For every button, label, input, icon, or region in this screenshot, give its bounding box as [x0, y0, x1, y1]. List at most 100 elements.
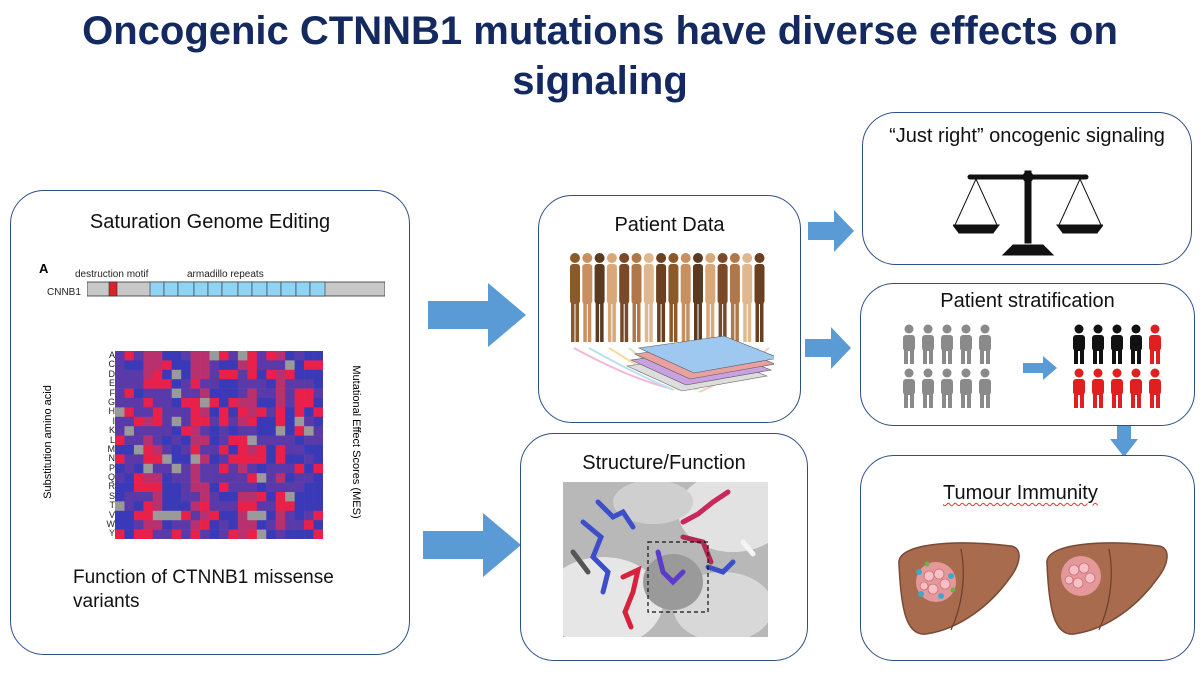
heatmap-cell — [133, 463, 144, 474]
patient-figure-icon — [1073, 368, 1085, 408]
heatmap-cell — [143, 379, 154, 389]
heatmap-cell — [219, 454, 229, 465]
heatmap-cell — [200, 398, 210, 408]
heatmap-cell — [219, 435, 229, 446]
y-axis-label: Substitution amino acid — [42, 385, 54, 499]
tumour-immunity-panel: Tumour Immunity — [860, 455, 1195, 661]
heatmap-cell — [237, 379, 248, 389]
arrow-patient-to-signaling — [808, 210, 854, 252]
heatmap-cell — [228, 454, 239, 465]
heatmap-cell — [190, 463, 201, 474]
patient-figure-icon — [1111, 368, 1123, 408]
amino-acid-label: G — [107, 396, 115, 407]
heatmap-cell — [228, 379, 239, 389]
heatmap-cell — [209, 407, 220, 418]
heatmap-cell — [304, 529, 314, 539]
heatmap-cell — [313, 351, 323, 361]
heatmap-cell — [200, 369, 210, 380]
person-silhouette — [680, 253, 691, 342]
heatmap-cell — [247, 369, 258, 380]
heatmap-cell — [294, 435, 305, 446]
heatmap-cell — [133, 445, 144, 455]
heatmap-cell — [285, 529, 295, 539]
heatmap-cell — [124, 445, 135, 455]
heatmap-cell — [162, 529, 173, 539]
heatmap-cell — [181, 369, 191, 380]
heatmap-cell — [313, 379, 323, 389]
heatmap-cell — [275, 407, 286, 418]
patient-data-title: Patient Data — [614, 214, 725, 236]
heatmap-cell — [181, 501, 191, 512]
heatmap-cell — [294, 426, 305, 436]
right-axis-label: Mutational Effect Scores (MES) — [350, 365, 362, 519]
amino-acid-label: R — [108, 481, 116, 492]
heatmap-cell — [247, 351, 258, 361]
heatmap-cell — [285, 398, 295, 408]
heatmap-cell — [181, 454, 191, 465]
heatmap-cell — [190, 398, 201, 408]
heatmap-cell — [143, 520, 154, 530]
heatmap-cell — [133, 482, 144, 493]
heatmap-cell — [294, 454, 305, 465]
heatmap-cell — [237, 388, 248, 399]
heatmap-cell — [275, 463, 286, 474]
heatmap-cell — [285, 510, 295, 521]
heatmap-cell — [294, 463, 305, 474]
patient-figure-icon — [1149, 324, 1161, 364]
heatmap-cell — [143, 529, 154, 539]
heatmap-cell — [275, 379, 286, 389]
heatmap-cell — [294, 529, 305, 539]
heatmap-cell — [247, 360, 258, 371]
heatmap-cell — [124, 388, 135, 399]
heatmap-cell — [275, 435, 286, 446]
patient-figure-icon — [979, 368, 991, 408]
heatmap-cell — [171, 482, 182, 493]
heatmap-cell — [171, 379, 182, 389]
person-silhouette — [606, 253, 617, 342]
arrow-patient-to-stratification — [805, 327, 851, 369]
heatmap-cell — [256, 510, 267, 521]
heatmap-cell — [181, 351, 191, 361]
heatmap-cell — [237, 360, 248, 371]
heatmap-cell — [181, 360, 191, 371]
heatmap-cell — [190, 520, 201, 530]
heatmap-cell — [124, 473, 135, 483]
heatmap-cell — [190, 351, 201, 361]
heatmap-cell — [285, 435, 295, 446]
heatmap-cell — [266, 360, 277, 371]
heatmap-cell — [171, 510, 182, 521]
heatmap-cell — [275, 426, 286, 436]
heatmap-cell — [171, 445, 182, 455]
heatmap-cell — [285, 454, 295, 465]
heatmap-cell — [247, 454, 258, 465]
structure-function-panel: Structure/Function — [520, 433, 808, 661]
heatmap-cell — [275, 510, 286, 521]
heatmap-cell — [124, 369, 135, 380]
heatmap-cell — [285, 520, 295, 530]
heatmap-cell — [162, 473, 173, 483]
heatmap-cell — [219, 501, 229, 512]
heatmap-cell — [133, 473, 144, 483]
heatmap-cell — [219, 529, 229, 539]
heatmap-cell — [171, 369, 182, 380]
heatmap-cell — [133, 360, 144, 371]
heatmap-cell — [200, 454, 210, 465]
heatmap-cell — [275, 529, 286, 539]
heatmap-cell — [304, 416, 314, 427]
heatmap-cell — [171, 435, 182, 446]
heatmap-cell — [247, 520, 258, 530]
heatmap-cell — [256, 351, 267, 361]
heatmap-cell — [285, 445, 295, 455]
patient-figure-icon — [1130, 324, 1142, 364]
heatmap-cell — [228, 351, 239, 361]
heatmap-cell — [143, 473, 154, 483]
heatmap-cell — [247, 501, 258, 512]
heatmap-cell — [162, 445, 173, 455]
heatmap-cell — [152, 492, 163, 502]
heatmap-cell — [133, 520, 144, 530]
heatmap-cell — [181, 445, 191, 455]
patient-crowd-illustration — [570, 253, 774, 393]
heatmap-cell — [228, 416, 239, 427]
heatmap-cell — [275, 520, 286, 530]
heatmap-cell — [162, 482, 173, 493]
